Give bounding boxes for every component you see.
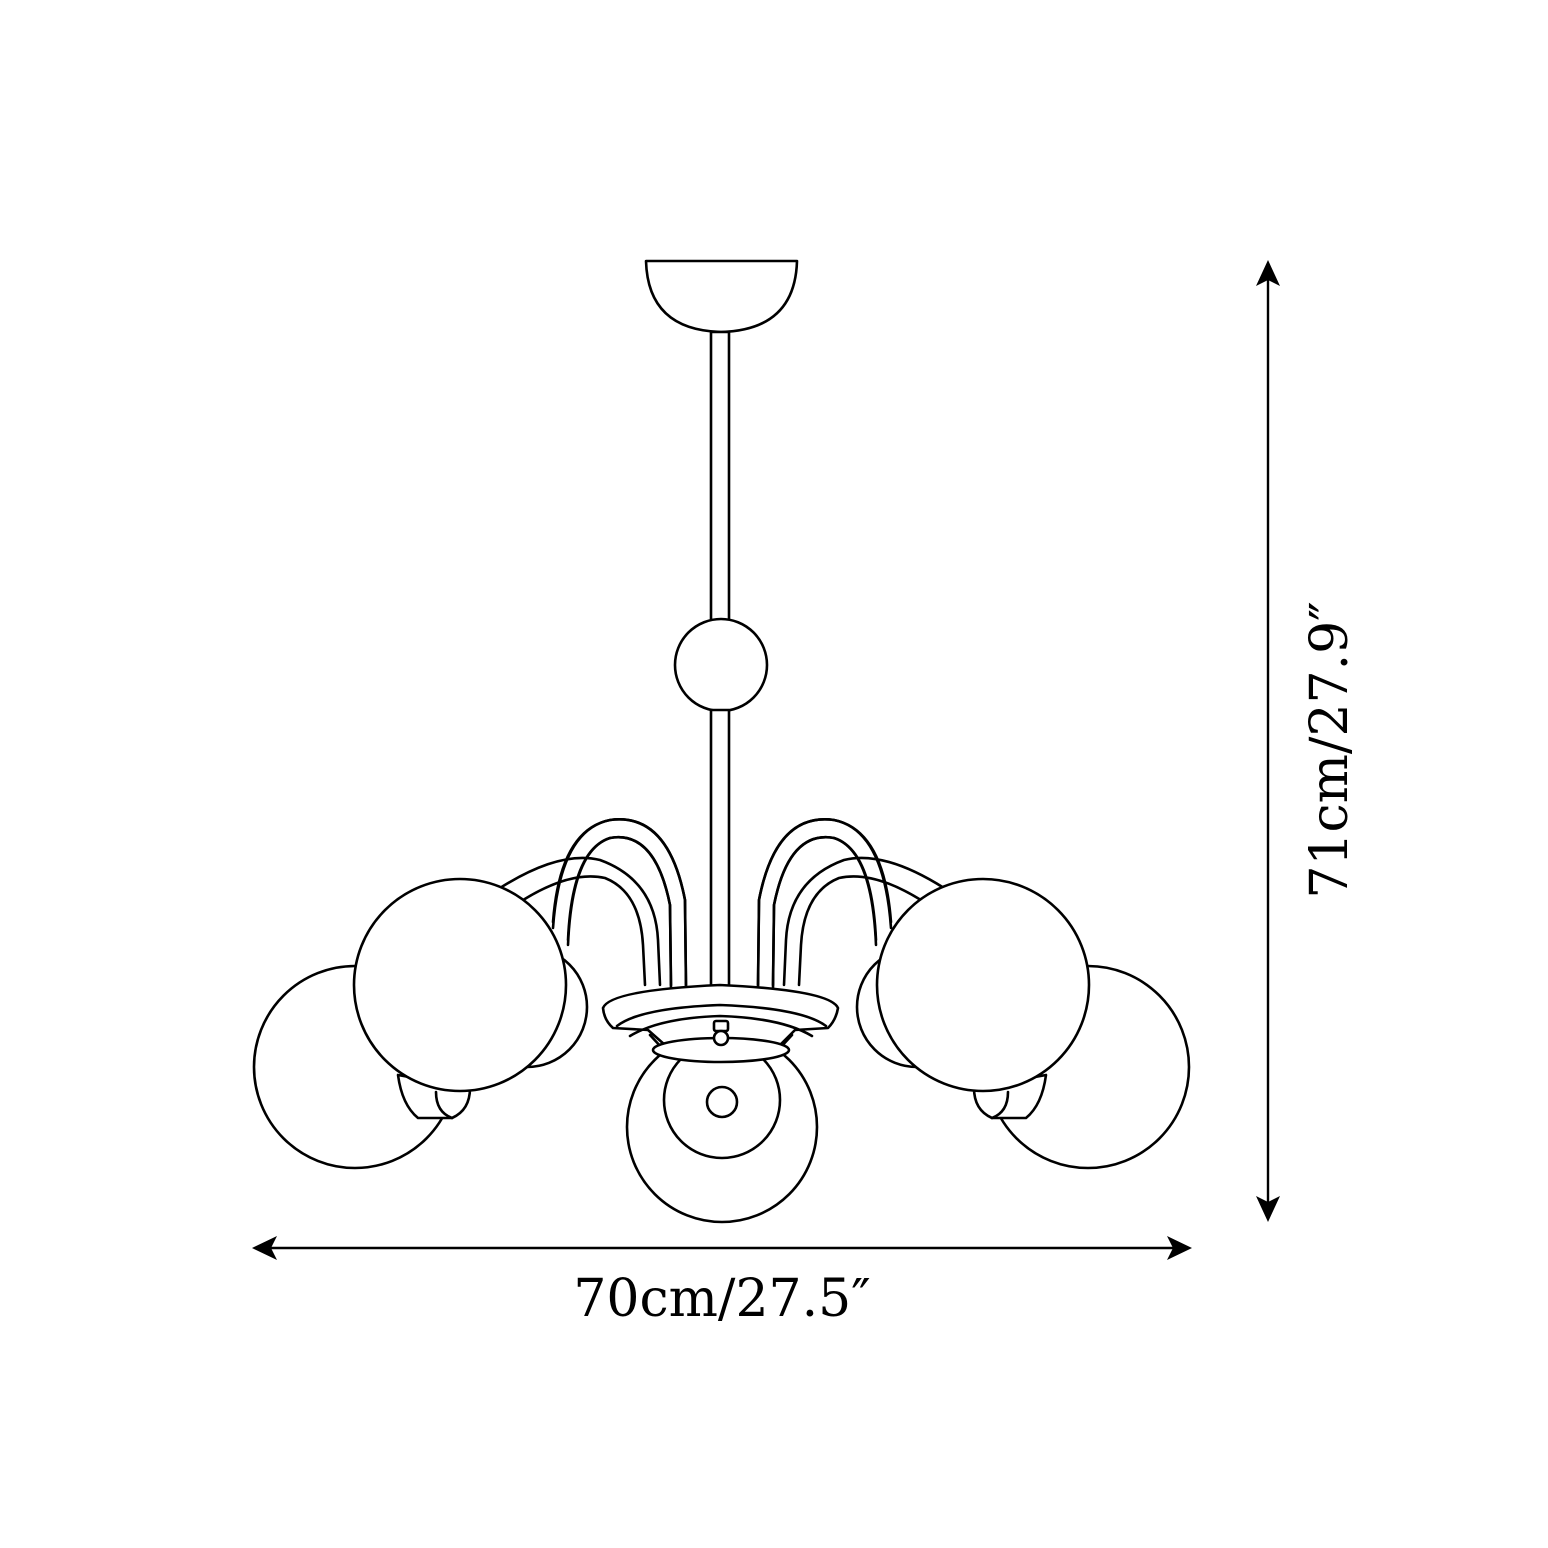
height-dimension-arrow [1256,260,1280,1222]
rod-lower [709,708,731,992]
canopy [644,259,799,334]
arrow-left-icon [252,1236,277,1260]
rod-upper [709,330,731,624]
arrow-right-icon [1167,1236,1192,1260]
width-dimension-label: 70cm/27.5″ [573,1269,871,1329]
width-dimension-arrow [252,1236,1192,1260]
base-ring [601,983,840,1064]
globe-front-left [352,877,568,1093]
globe-front-right [875,877,1091,1093]
decorative-ball [673,617,769,713]
height-dimension-label: 71cm/27.9″ [1300,601,1360,899]
arrow-up-icon [1256,260,1280,286]
arms-front [551,818,893,992]
arrow-down-icon [1256,1196,1280,1222]
